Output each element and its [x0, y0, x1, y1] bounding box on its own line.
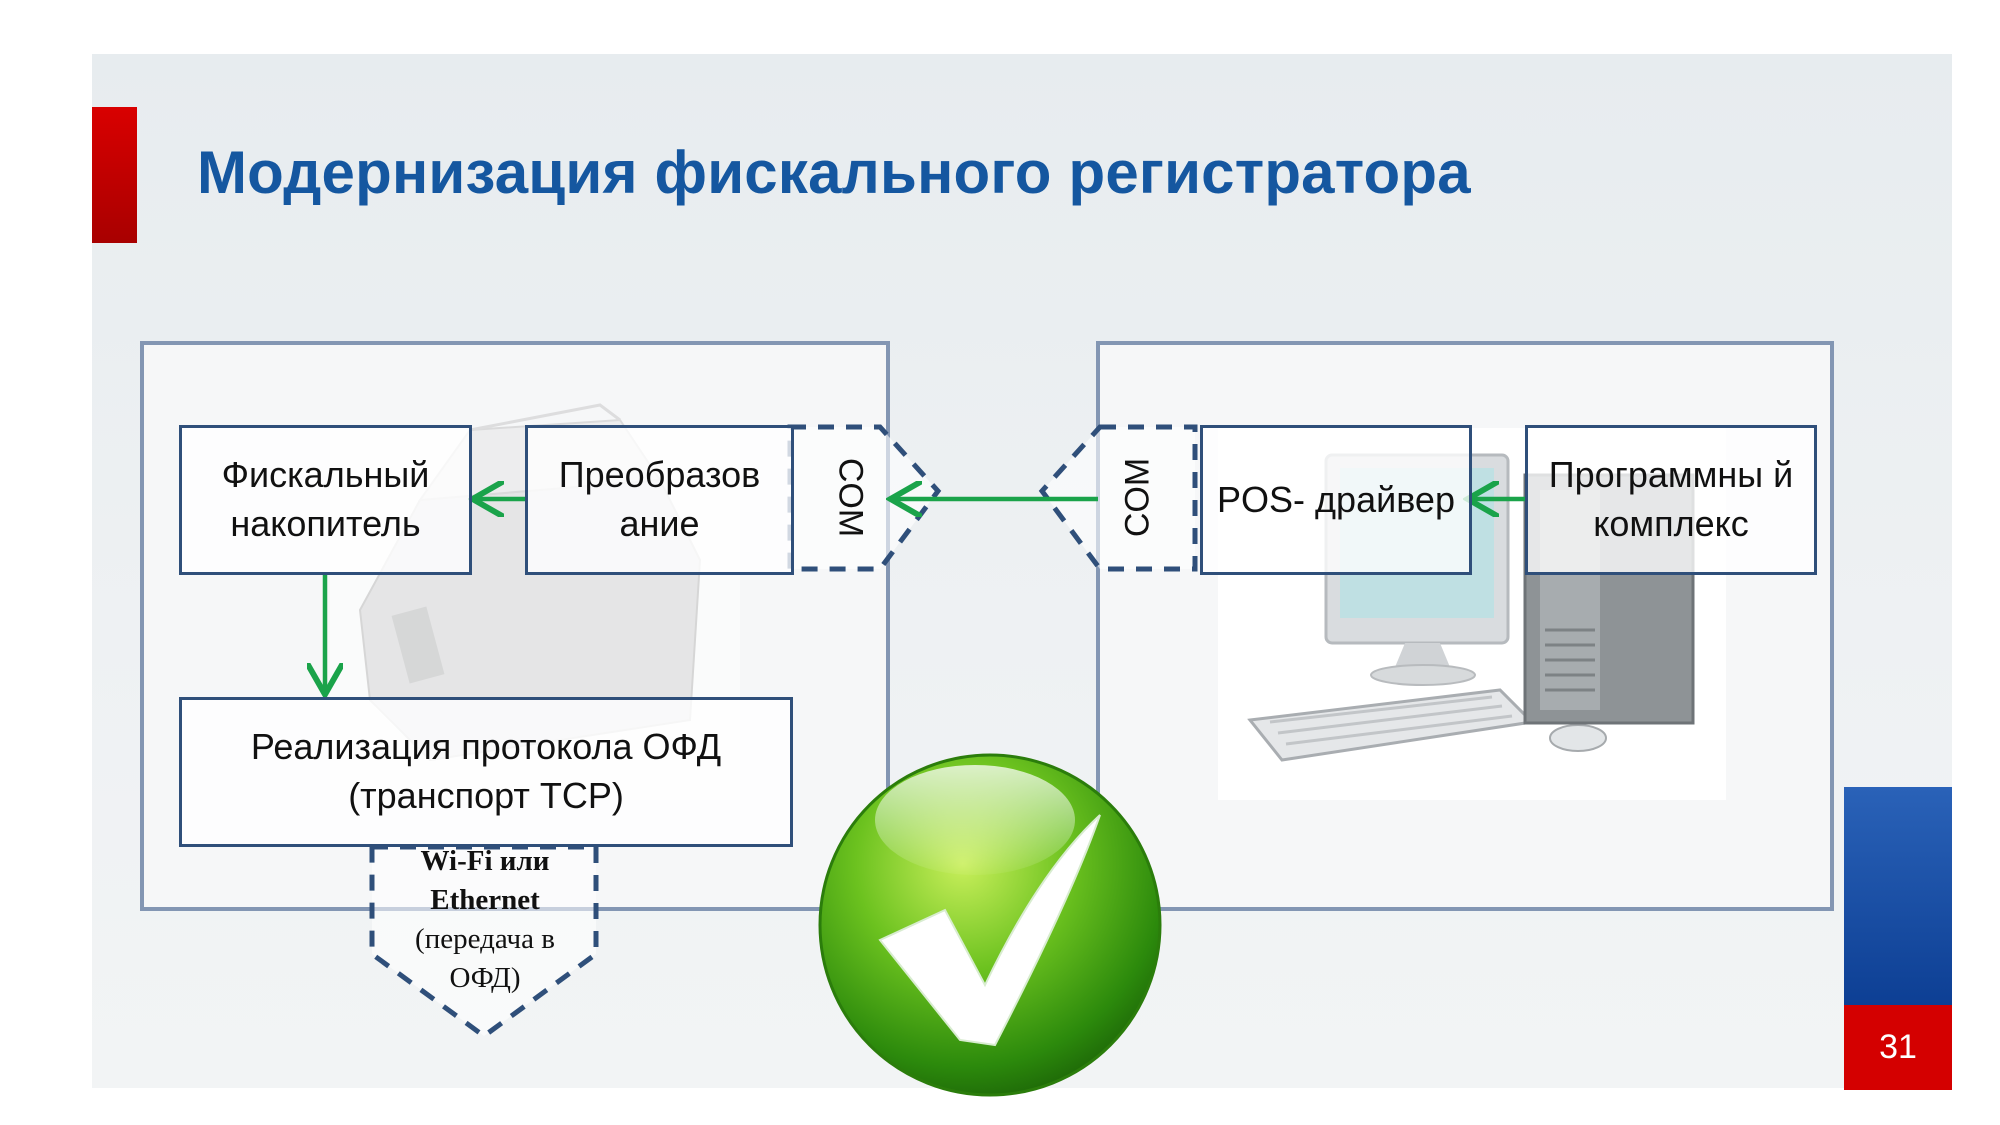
- slide-title: Модернизация фискального регистратора: [197, 139, 1471, 206]
- wifi-line-3: (передача в: [415, 923, 555, 956]
- wifi-ethernet-label: Wi-Fi или Ethernet (передача в ОФД): [380, 842, 590, 999]
- converter-label: Преобразов ание: [558, 454, 761, 544]
- title-accent-bar: [92, 107, 137, 243]
- corner-accent-blue: [1844, 787, 1952, 1005]
- pos-driver-box: POS- драйвер: [1200, 425, 1472, 575]
- ofd-protocol-box: Реализация протокола ОФД (транспорт TCP): [179, 697, 793, 847]
- corner-accent-red: [1844, 1005, 1952, 1090]
- pos-driver-label: POS- драйвер: [1217, 478, 1455, 520]
- right-com-port-shape: [1038, 424, 1198, 572]
- wifi-line-1: Wi-Fi или: [420, 845, 550, 877]
- wifi-line-2: Ethernet: [430, 884, 540, 917]
- green-checkmark-icon: [818, 753, 1162, 1097]
- fiscal-storage-box: Фискальный накопитель: [179, 425, 472, 575]
- software-box: Программны й комплекс: [1525, 425, 1817, 575]
- left-com-label: COM: [831, 457, 870, 538]
- right-com-label: COM: [1118, 457, 1157, 538]
- wifi-ethernet-shape: [369, 844, 599, 1040]
- converter-box: Преобразов ание: [525, 425, 794, 575]
- software-label: Программны й комплекс: [1548, 454, 1794, 544]
- fiscal-storage-label: Фискальный накопитель: [221, 454, 430, 544]
- page-number: 31: [1879, 1028, 1917, 1066]
- wifi-line-4: ОФД): [449, 962, 521, 995]
- left-com-port-shape: [787, 424, 942, 572]
- ofd-protocol-label: Реализация протокола ОФД (транспорт TCP): [250, 726, 722, 816]
